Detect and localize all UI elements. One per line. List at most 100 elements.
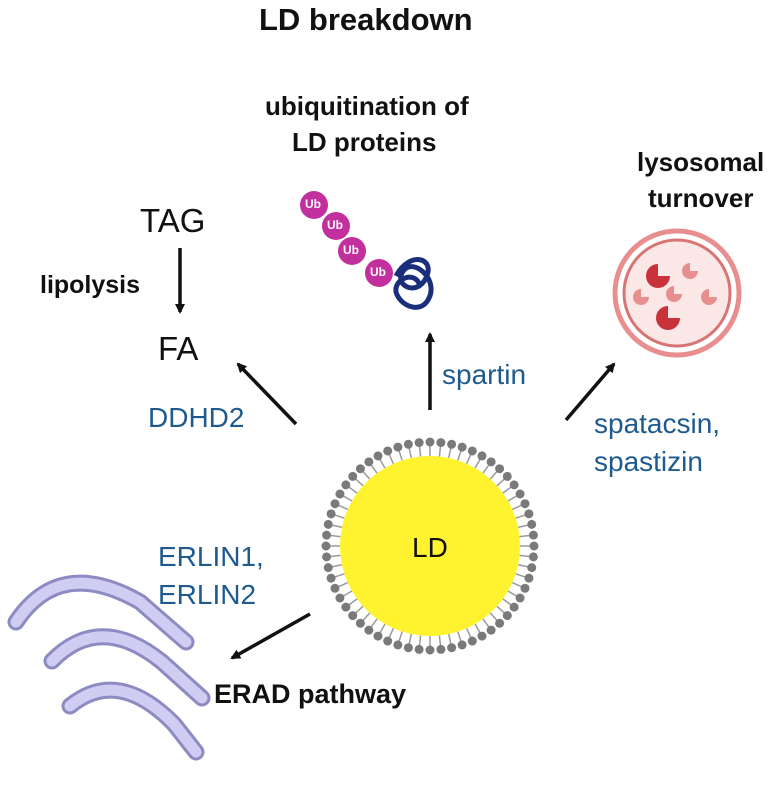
lipid-tail <box>334 514 345 519</box>
arrow-to-lysosome <box>564 362 616 422</box>
lipid-head <box>348 471 358 481</box>
lipid-head <box>457 442 467 452</box>
ld-core <box>340 456 520 636</box>
lipid-tail <box>465 627 472 638</box>
lipid-head <box>509 480 519 490</box>
lipid-head <box>326 573 336 583</box>
lipid-tail <box>502 598 512 606</box>
ub-label: Ub <box>305 197 321 211</box>
lipid-head <box>495 618 505 628</box>
lipid-tail <box>348 486 358 494</box>
lipid-tail <box>511 581 522 588</box>
lipid-tail <box>388 627 395 638</box>
lipid-head <box>326 509 336 519</box>
lipid-tail <box>362 612 371 621</box>
lipid-head <box>373 631 383 641</box>
er-icon <box>7 574 211 761</box>
lipid-tail <box>489 471 498 480</box>
ddhd2-label: DDHD2 <box>148 402 245 433</box>
lipid-tail <box>482 618 490 628</box>
lysosomal-heading-line1: lysosomal <box>637 147 765 177</box>
lipid-tail <box>457 631 462 642</box>
lipid-head <box>509 602 519 612</box>
lipid-tail <box>332 524 343 529</box>
lipid-head <box>322 530 332 540</box>
lipid-head <box>425 645 435 655</box>
lipid-head <box>495 464 505 474</box>
lipid-head <box>403 439 413 449</box>
lipid-head <box>467 636 477 646</box>
fa-label: FA <box>158 330 199 367</box>
ubiquitin-chain-icon <box>300 191 434 310</box>
lipid-head <box>520 499 530 509</box>
lipid-tail <box>330 534 341 538</box>
lipid-head <box>403 643 413 653</box>
lipid-tail <box>517 563 528 568</box>
lipid-tail <box>343 590 353 597</box>
lipid-tail <box>438 635 442 646</box>
lipid-head <box>502 611 512 621</box>
lysosomal-heading-line2: turnover <box>648 183 754 213</box>
lipid-tail <box>496 478 505 487</box>
lipid-head <box>341 480 351 490</box>
lipid-tail <box>355 605 364 614</box>
lipid-head <box>341 602 351 612</box>
ld-label: LD <box>412 532 448 563</box>
lipid-tail <box>379 459 386 469</box>
lipid-head <box>335 489 345 499</box>
lipid-droplet <box>321 437 539 655</box>
lipid-head <box>447 643 457 653</box>
lipid-tail <box>515 573 526 578</box>
lipid-tail <box>338 504 349 511</box>
lipid-tail <box>408 448 413 459</box>
lipid-tail <box>517 524 528 529</box>
lipid-tail <box>370 618 378 628</box>
spatacsin-label: spatacsin, <box>594 408 721 439</box>
lipid-tail <box>482 464 490 474</box>
lipid-head <box>467 446 477 456</box>
lipid-head <box>502 471 512 481</box>
lipid-head <box>436 644 446 654</box>
ub-label: Ub <box>370 265 386 279</box>
diagram-title: LD breakdown <box>259 2 473 37</box>
lipid-tail <box>438 446 442 457</box>
ubiquitination-heading-line1: ubiquitination of <box>265 91 469 121</box>
arrow-to-erad <box>230 612 311 660</box>
tag-label: TAG <box>140 202 206 239</box>
lipid-head <box>436 438 446 448</box>
lipid-tail <box>418 446 422 457</box>
lipid-tail <box>398 631 403 642</box>
ub-label: Ub <box>327 218 343 232</box>
lipid-head <box>477 451 487 461</box>
lipid-head <box>529 541 539 551</box>
lipid-head <box>355 618 365 628</box>
lipid-head <box>364 457 374 467</box>
lipid-head <box>323 519 333 529</box>
lipid-head <box>515 593 525 603</box>
lipid-tail <box>515 514 526 519</box>
lipid-tail <box>338 581 349 588</box>
lipid-head <box>486 625 496 635</box>
lipid-head <box>323 563 333 573</box>
lipid-head <box>383 636 393 646</box>
lipid-tail <box>496 605 505 614</box>
lipid-head <box>457 640 467 650</box>
spartin-label: spartin <box>442 359 527 390</box>
erlin2-label: ERLIN2 <box>158 579 257 610</box>
lipid-tail <box>398 450 403 461</box>
lipid-tail <box>355 478 364 487</box>
lipid-head <box>335 593 345 603</box>
lipid-head <box>393 442 403 452</box>
lipid-tail <box>474 459 481 469</box>
lipid-tail <box>332 563 343 568</box>
erad-pathway-label: ERAD pathway <box>214 679 407 709</box>
lipid-head <box>524 509 534 519</box>
lipid-tail <box>447 633 452 644</box>
lipid-tail <box>370 464 378 474</box>
lipid-head <box>520 583 530 593</box>
lipid-head <box>414 644 424 654</box>
lipid-tail <box>511 504 522 511</box>
lipid-head <box>348 611 358 621</box>
lipid-tail <box>457 450 462 461</box>
lipid-head <box>322 552 332 562</box>
